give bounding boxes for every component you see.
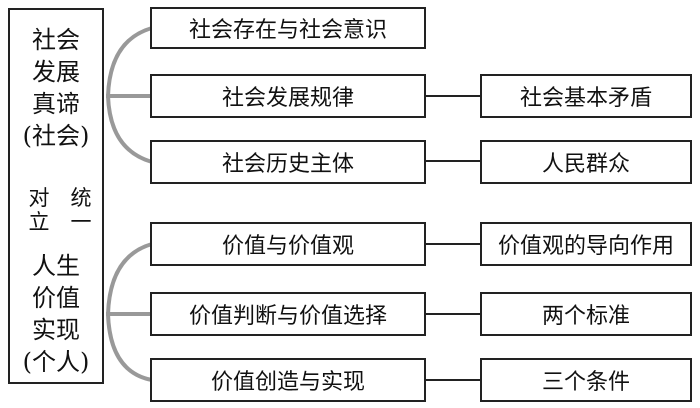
society-brace <box>105 26 153 164</box>
detail-two-standards: 两个标准 <box>480 292 692 336</box>
left-bottom-line-2: 价值 <box>32 284 80 312</box>
detail-three-conditions: 三个条件 <box>480 358 692 402</box>
detail-guiding-role: 价值观的导向作用 <box>480 222 692 266</box>
item-value-judgement-choice: 价值判断与价值选择 <box>150 292 426 336</box>
item-value-creation-realization: 价值创造与实现 <box>150 358 426 402</box>
left-top-line-4: (社会) <box>22 122 90 150</box>
left-bottom-line-3: 实现 <box>32 316 80 344</box>
left-bottom-line-4: (个人) <box>22 348 90 376</box>
left-top-line-2: 发展 <box>32 58 80 86</box>
item-social-history-subject: 社会历史主体 <box>150 140 426 184</box>
item-social-development-laws: 社会发展规律 <box>150 74 426 118</box>
relation-left-char-2: 立 <box>28 210 50 234</box>
detail-basic-contradiction: 社会基本矛盾 <box>480 74 692 118</box>
detail-the-people: 人民群众 <box>480 140 692 184</box>
item-value-and-values: 价值与价值观 <box>150 222 426 266</box>
left-top-line-1: 社会 <box>32 26 80 54</box>
relation-right-char-2: 一 <box>70 210 92 234</box>
individual-brace <box>105 242 153 382</box>
relation-left-char-1: 对 <box>28 186 50 210</box>
item-social-being-consciousness: 社会存在与社会意识 <box>150 7 426 49</box>
relation-right-char-1: 统 <box>70 186 92 210</box>
left-bottom-line-1: 人生 <box>32 252 80 280</box>
left-top-line-3: 真谛 <box>32 90 80 118</box>
left-panel: 社会 发展 真谛 (社会) 对 立 统 一 人生 价值 实现 (个人) <box>8 8 104 384</box>
